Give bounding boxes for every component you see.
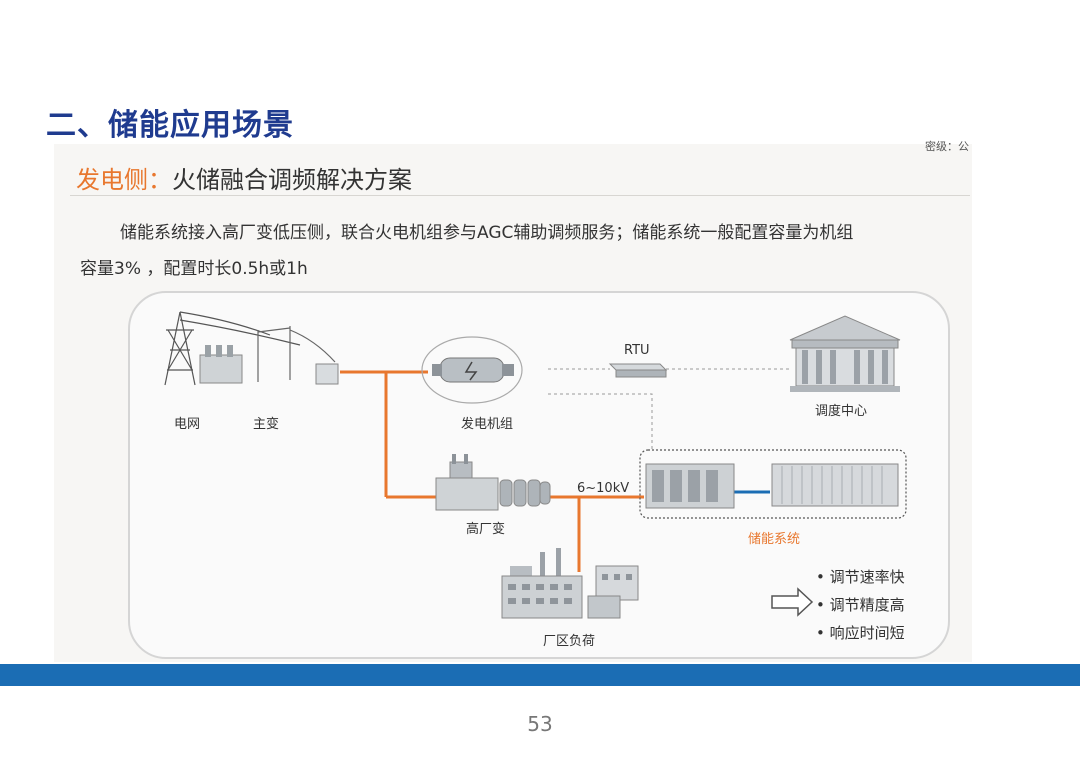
classification-label: 密级：公 — [925, 140, 969, 153]
section-title: 二、储能应用场景 — [46, 108, 294, 143]
benefit-item: • 响应时间短 — [816, 624, 905, 642]
label-dispatch-center: 调度中心 — [815, 404, 868, 419]
label-main-transformer: 主变 — [253, 417, 280, 432]
label-rtu: RTU — [624, 343, 650, 358]
storage-system-frame — [639, 449, 907, 519]
label-plant-load: 厂区负荷 — [543, 634, 596, 649]
footer-bar — [0, 664, 1080, 686]
description-line-1: 储能系统接入高厂变低压侧，联合火电机组参与AGC辅助调频服务；储能系统一般配置容… — [120, 223, 854, 243]
factory-icon — [501, 548, 639, 619]
rtu-device-icon — [608, 363, 668, 378]
generator-highlight-ellipse — [421, 336, 523, 404]
subtitle-divider — [70, 195, 970, 196]
generator-icon — [432, 357, 514, 383]
benefit-item: • 调节速率快 — [816, 568, 905, 586]
label-grid: 电网 — [174, 417, 201, 432]
main-transformer-icon — [199, 326, 339, 385]
label-plant-transformer: 高厂变 — [466, 522, 506, 537]
dispatch-center-icon — [789, 315, 901, 392]
power-lines — [340, 370, 644, 572]
label-storage-system: 储能系统 — [748, 532, 801, 547]
plant-transformer-icon — [435, 454, 551, 511]
pcs-cabinet-icon — [645, 463, 735, 509]
description-line-2: 容量3% ，配置时长0.5h或1h — [80, 259, 308, 279]
slide-subtitle: 发电侧：火储融合调频解决方案 — [76, 160, 412, 195]
subtitle-highlight: 发电侧： — [76, 166, 172, 194]
label-generator: 发电机组 — [461, 417, 514, 432]
right-arrow-icon — [771, 587, 814, 617]
subtitle-text: 火储融合调频解决方案 — [172, 166, 412, 194]
benefit-item: • 调节精度高 — [816, 596, 905, 614]
page-number: 53 — [527, 712, 553, 736]
communication-lines — [548, 368, 790, 452]
label-voltage: 6~10kV — [577, 481, 630, 496]
battery-container-icon — [771, 463, 899, 507]
generator-to-storage-comm-line — [548, 393, 653, 452]
